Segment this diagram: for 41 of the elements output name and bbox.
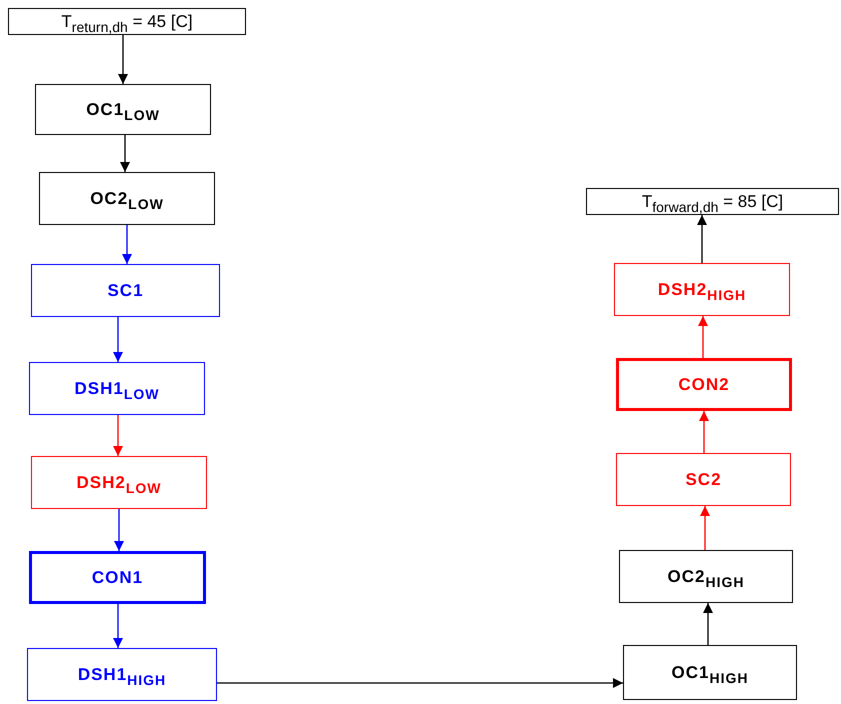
process-label: SC1	[107, 280, 144, 300]
process-label: DSH2$_{HIGH}$	[658, 280, 746, 300]
process-box	[31, 456, 207, 509]
arrow	[113, 604, 123, 648]
value-box	[586, 188, 839, 215]
arrow	[122, 225, 132, 264]
process-label: OC2$_{LOW}$	[90, 188, 164, 208]
arrow	[703, 603, 713, 645]
process-box	[614, 263, 790, 316]
arrow	[114, 509, 124, 551]
process-box	[616, 453, 791, 506]
value-label: T$_{return,dh}$ = 45 [C]	[61, 12, 193, 32]
process-box	[31, 264, 220, 317]
process-label: DSH1$_{HIGH}$	[78, 664, 166, 684]
value-label: T$_{forward,dh}$ = 85 [C]	[642, 192, 784, 212]
process-box	[27, 648, 217, 701]
process-label: CON1	[92, 568, 144, 588]
process-box	[29, 362, 205, 415]
process-label: CON2	[678, 374, 730, 394]
arrow	[698, 316, 708, 358]
value-box	[8, 8, 246, 35]
process-label: SC2	[685, 470, 722, 490]
process-box	[29, 551, 206, 604]
process-label: OC2$_{HIGH}$	[668, 566, 744, 586]
arrow	[118, 35, 128, 84]
arrow	[699, 411, 709, 453]
process-box	[623, 645, 797, 700]
arrow	[113, 415, 123, 456]
process-box	[35, 84, 211, 135]
process-box	[616, 358, 792, 411]
process-box	[39, 172, 215, 225]
process-box	[619, 550, 793, 603]
process-label: OC1$_{LOW}$	[86, 100, 160, 120]
arrow	[217, 678, 623, 688]
arrow	[700, 506, 710, 550]
process-label: OC1$_{HIGH}$	[672, 662, 748, 682]
arrow	[697, 215, 707, 263]
arrow	[113, 317, 123, 362]
process-label: DSH1$_{LOW}$	[74, 378, 160, 398]
arrow	[120, 135, 130, 172]
process-label: DSH2$_{LOW}$	[76, 472, 162, 492]
